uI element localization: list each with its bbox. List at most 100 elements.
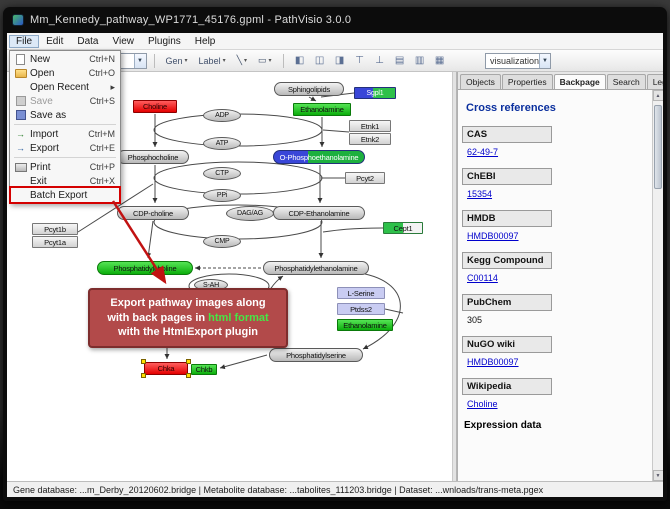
align-top-button[interactable]: ⊤ — [355, 55, 364, 66]
align-bottom-button[interactable]: ⊥ — [375, 55, 384, 66]
cross-references-heading: Cross references — [466, 102, 556, 114]
visualization-combobox[interactable]: visualization ▼ — [485, 52, 551, 69]
xref-link[interactable]: 15354 — [467, 189, 493, 199]
xref-link[interactable]: C00114 — [467, 273, 498, 283]
menu-data[interactable]: Data — [77, 35, 99, 47]
xref-link[interactable]: Choline — [467, 399, 498, 409]
menu-edit[interactable]: Edit — [46, 35, 64, 47]
node-pcyt1b[interactable]: Pcyt1b — [32, 223, 78, 235]
selection-handle[interactable] — [141, 373, 146, 378]
visualization-dropdown-arrow-icon[interactable]: ▼ — [539, 53, 550, 68]
node-phosphatidylserine[interactable]: Phosphatidylserine — [269, 348, 363, 362]
node-sgpl1[interactable]: Sgpl1 — [354, 87, 396, 99]
align-center-button[interactable]: ◫ — [314, 55, 325, 66]
tab-legend[interactable]: Legend — [646, 74, 663, 89]
align-left-button[interactable]: ◧ — [294, 55, 305, 66]
menu-help[interactable]: Help — [194, 35, 216, 47]
menu-shortcut: Ctrl+M — [88, 129, 115, 139]
node-ethanolamine[interactable]: Ethanolamine — [337, 319, 393, 331]
node-ethanolamine[interactable]: Ethanolamine — [293, 103, 351, 116]
app-window: Mm_Kennedy_pathway_WP1771_45176.gpml - P… — [3, 7, 667, 501]
node-label: Pcyt2 — [356, 173, 374, 183]
node-chkb[interactable]: Chkb — [191, 364, 217, 375]
align-right-button[interactable]: ◨ — [334, 55, 345, 66]
node-label: CDP-choline — [133, 208, 173, 218]
node-etnk1[interactable]: Etnk1 — [349, 120, 391, 132]
sidebar-scrollbar[interactable]: ▲ ▼ — [652, 90, 663, 481]
node-phosphocholine[interactable]: Phosphocholine — [117, 150, 189, 164]
node-ptdss2[interactable]: Ptdss2 — [337, 303, 385, 315]
node-adp[interactable]: ADP — [203, 109, 241, 122]
selection-handle[interactable] — [141, 359, 146, 364]
datanode-dropdown[interactable]: Gen▾ — [165, 55, 188, 66]
scroll-down-icon[interactable]: ▼ — [652, 470, 663, 481]
node-pcyt1a[interactable]: Pcyt1a — [32, 236, 78, 248]
xref-header: Wikipedia — [462, 378, 552, 395]
node-l-serine[interactable]: L-Serine — [337, 287, 385, 299]
menu-item-open-recent[interactable]: Open Recent▸ — [11, 80, 119, 94]
node-phosphatidylethanolamine[interactable]: Phosphatidylethanolamine — [263, 261, 369, 275]
node-pcyt2[interactable]: Pcyt2 — [345, 172, 385, 184]
selection-handle[interactable] — [186, 373, 191, 378]
same-width-button[interactable]: ▤ — [394, 55, 405, 66]
node-etnk2[interactable]: Etnk2 — [349, 133, 391, 145]
node-sphingolipids[interactable]: Sphingolipids — [274, 82, 344, 96]
node-ctp[interactable]: CTP — [203, 167, 241, 180]
visualization-label: visualization — [490, 55, 540, 66]
node-cmp[interactable]: CMP — [203, 235, 241, 248]
line-dropdown[interactable]: ╲▾ — [236, 55, 248, 65]
node-chka[interactable]: Chka — [141, 359, 191, 378]
menu-item-save-as[interactable]: Save as — [11, 108, 119, 122]
align-group: ◧ ◫ ◨ ⊤ ⊥ ▤ ▥ ▦ — [291, 52, 449, 69]
node-cdp-choline[interactable]: CDP-choline — [117, 206, 189, 220]
tab-objects[interactable]: Objects — [460, 74, 501, 89]
sidebar-splitter[interactable] — [452, 72, 457, 481]
node-cdp-ethanolamine[interactable]: CDP-Ethanolamine — [273, 206, 365, 220]
node-label: Etnk1 — [360, 121, 380, 131]
node-dag-ag[interactable]: DAG/AG — [226, 206, 274, 221]
sidebar: ObjectsPropertiesBackpageSearchLegend Cr… — [457, 72, 663, 481]
zoom-dropdown-arrow-icon[interactable]: ▼ — [133, 53, 146, 68]
xref-link[interactable]: HMDB00097 — [467, 231, 519, 241]
scrollbar-track[interactable] — [653, 101, 664, 470]
same-height-button[interactable]: ▥ — [414, 55, 425, 66]
titlebar[interactable]: Mm_Kennedy_pathway_WP1771_45176.gpml - P… — [3, 7, 667, 33]
xref-link[interactable]: 62-49-7 — [467, 147, 499, 157]
page-icon — [13, 53, 28, 65]
node-choline[interactable]: Choline — [133, 100, 177, 113]
shape-dropdown[interactable]: ▭▾ — [258, 55, 272, 65]
scroll-up-icon[interactable]: ▲ — [652, 90, 663, 101]
menu-plugins[interactable]: Plugins — [147, 35, 181, 47]
menu-shortcut: Ctrl+O — [88, 68, 115, 78]
node-label: ADP — [215, 112, 229, 119]
label-dropdown[interactable]: Label▾ — [198, 55, 226, 66]
node-phosphatidylcholine[interactable]: Phosphatidylcholine — [97, 261, 193, 275]
xref-header: NuGO wiki — [462, 336, 552, 353]
xref-link[interactable]: HMDB00097 — [467, 357, 519, 367]
stack-button[interactable]: ▦ — [434, 55, 445, 66]
menu-item-batch-export[interactable]: Batch Export — [9, 186, 121, 204]
menu-view[interactable]: View — [112, 35, 134, 47]
tab-backpage[interactable]: Backpage — [553, 74, 606, 89]
menu-shortcut: Ctrl+P — [89, 162, 115, 172]
node-ppi[interactable]: PPi — [203, 189, 241, 202]
menu-file[interactable]: File — [9, 34, 40, 48]
selection-handle[interactable] — [186, 359, 191, 364]
node-o-phosphoethanolamine[interactable]: O-Phosphoethanolamine — [273, 150, 365, 164]
scrollbar-thumb[interactable] — [653, 105, 662, 189]
node-atp[interactable]: ATP — [203, 137, 241, 150]
tab-search[interactable]: Search — [606, 74, 646, 89]
node-label: Phosphatidylcholine — [113, 263, 177, 273]
xref-value: 305 — [467, 315, 483, 325]
node-cept1[interactable]: Cept1 — [383, 222, 423, 234]
tab-properties[interactable]: Properties — [501, 74, 553, 89]
